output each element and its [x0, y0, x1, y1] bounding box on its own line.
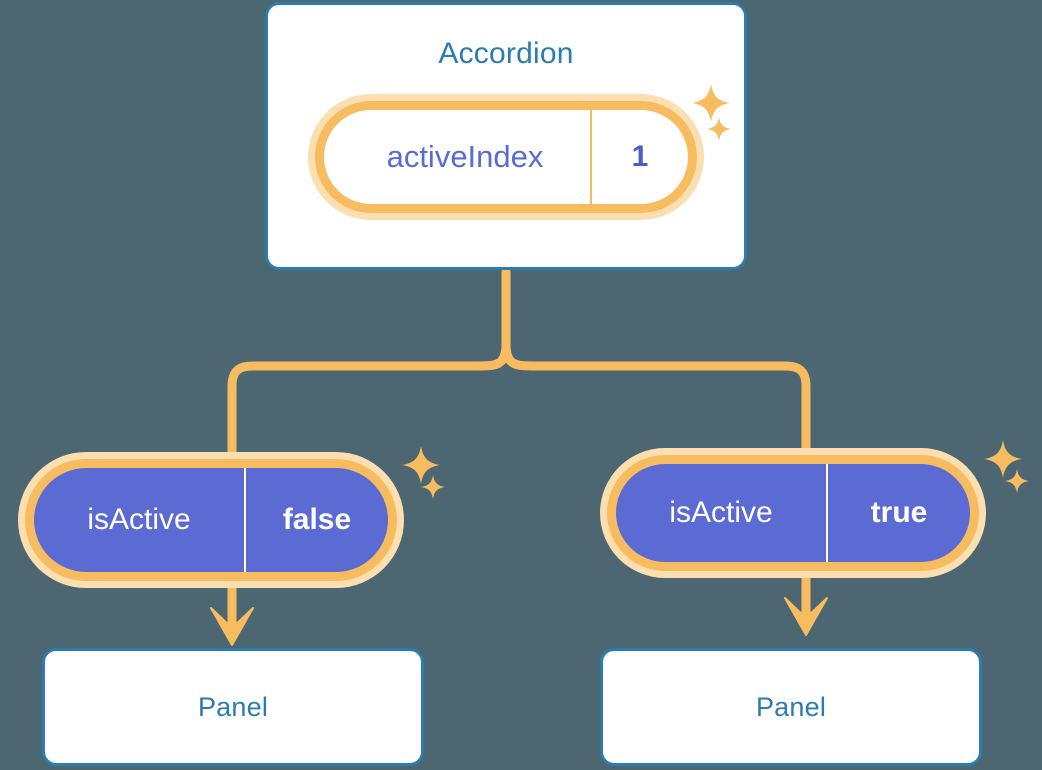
state-pill-isactive-true[interactable]: isActive true	[600, 448, 986, 578]
state-value-label: 1	[631, 140, 649, 173]
panel-card-left[interactable]: Panel	[42, 648, 424, 766]
connector-branch-right	[501, 339, 811, 453]
panel-card-title: Panel	[197, 691, 269, 722]
sparkle-small-icon	[420, 474, 446, 500]
sparkle-icon	[982, 438, 1024, 480]
pill-body: isActive true	[616, 464, 970, 562]
arrow-down-icon	[210, 607, 254, 646]
sparkle-small-icon	[1004, 468, 1030, 494]
state-key-label: activeIndex	[324, 110, 592, 204]
state-key-label: isActive	[34, 468, 246, 572]
panel-card-right[interactable]: Panel	[600, 648, 982, 766]
state-value-label: false	[282, 503, 352, 536]
connector-branch-left	[227, 339, 511, 457]
sparkle-icon	[400, 444, 442, 486]
pill-body: isActive false	[34, 468, 388, 572]
arrow-down-icon	[784, 597, 828, 636]
state-value-label: true	[870, 496, 928, 529]
panel-card-title: Panel	[755, 691, 827, 722]
accordion-card-title: Accordion	[438, 37, 574, 70]
state-key-label: isActive	[616, 464, 828, 562]
pill-body: activeIndex 1	[324, 110, 688, 204]
state-pill-isactive-false[interactable]: isActive false	[18, 452, 404, 588]
state-pill-activeindex[interactable]: activeIndex 1	[308, 94, 704, 220]
